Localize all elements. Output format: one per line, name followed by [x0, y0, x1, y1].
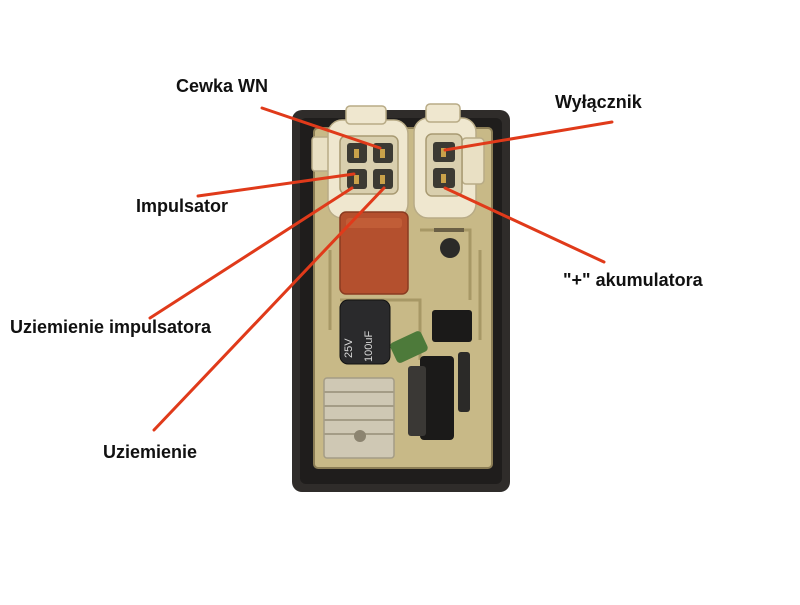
label-wylacznik: Wyłącznik — [555, 92, 642, 112]
power-component — [432, 310, 472, 342]
leader-line-impulsator — [196, 172, 356, 198]
transistor — [440, 238, 460, 258]
film-capacitor — [339, 211, 409, 295]
leader-line-akumulator — [443, 186, 606, 264]
pcb-trace — [328, 250, 482, 340]
capacitor-capacitance-text: 100uF — [363, 331, 375, 362]
electrolytic-capacitor: 25V 100uF — [339, 299, 391, 365]
label-impulsator: Impulsator — [136, 196, 229, 216]
heatsink — [323, 377, 395, 459]
label-cewka-wn: Cewka WN — [176, 76, 269, 96]
label-akumulator-plus: "+" akumulatora — [563, 270, 703, 290]
green-component — [390, 331, 428, 363]
leader-line-cewka — [260, 106, 382, 150]
capacitor-voltage-text: 25V — [343, 338, 355, 358]
leader-line-wylacznik — [443, 120, 614, 152]
label-uziemienie: Uziemienie — [103, 442, 198, 462]
leader-line-uziemienie-imp — [148, 186, 354, 320]
diode — [420, 356, 454, 440]
label-uziemienie-impulsatora: Uziemienie impulsatora — [10, 317, 212, 337]
leader-line-uziemienie — [152, 186, 386, 432]
leader-lines — [148, 106, 614, 432]
connector-2pin — [413, 103, 485, 219]
